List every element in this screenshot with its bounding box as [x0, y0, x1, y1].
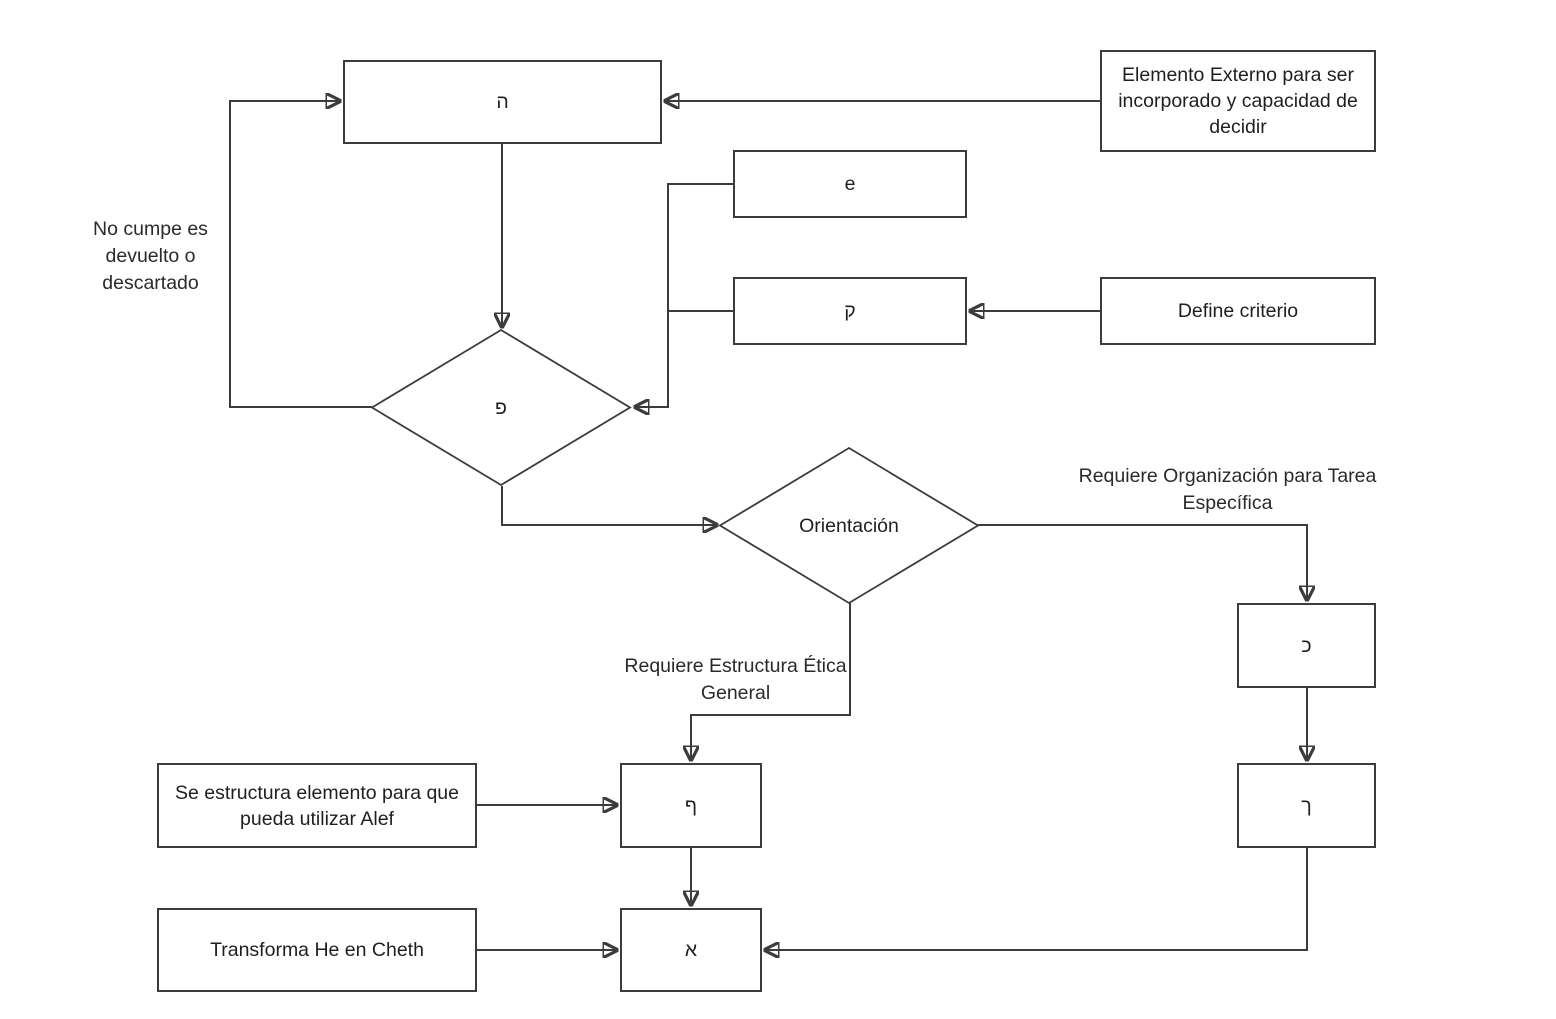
node-orientacion-diamond-label: Orientación: [799, 514, 899, 537]
node-e: e: [733, 150, 967, 218]
node-pe-diamond: פ: [372, 330, 630, 485]
node-transforma: Transforma He en Cheth: [157, 908, 477, 992]
node-orientacion-diamond: Orientación: [720, 448, 978, 603]
node-se-estructura: Se estructura elemento para que pueda ut…: [157, 763, 477, 848]
node-define-criterio-label: Define criterio: [1177, 300, 1299, 322]
node-elemento-externo-label: Elemento Externo para ser incorporado y …: [1118, 64, 1358, 138]
node-transforma-label: Transforma He en Cheth: [210, 939, 424, 961]
node-pe-sofit-label: ף: [684, 794, 698, 817]
node-e-label: e: [844, 173, 856, 195]
node-kaf-sofit-label: ך: [1301, 794, 1312, 817]
node-define-criterio: Define criterio: [1100, 277, 1376, 345]
node-he: ה: [343, 60, 662, 144]
node-alef-label: א: [684, 939, 698, 961]
edge-kaf-sofit-to-alef: [766, 848, 1308, 950]
node-pe-diamond-label: פ: [495, 396, 507, 419]
node-alef: א: [620, 908, 762, 992]
node-elemento-externo: Elemento Externo para ser incorporado y …: [1100, 50, 1376, 152]
edge-orientacion-to-kaf: [978, 524, 1307, 599]
edge-label-requiere-organizacion: Requiere Organización para Tarea Específ…: [1078, 465, 1377, 514]
diamond-orientacion-shape: [718, 446, 980, 605]
edge-orientacion-to-pe-sofit: [691, 603, 851, 759]
node-se-estructura-label: Se estructura elemento para que pueda ut…: [174, 781, 459, 830]
node-kaf: כ: [1237, 603, 1376, 688]
edge-label-no-cumple: No cumpe es devuelto o descartado: [93, 218, 208, 294]
node-qof: ק: [733, 277, 967, 345]
node-he-label: ה: [496, 91, 509, 113]
edge-e-to-pe: [636, 183, 733, 407]
diamond-pe-shape: [370, 328, 632, 487]
edge-pe-to-orientacion: [501, 486, 716, 525]
node-qof-label: ק: [844, 300, 856, 322]
edge-label-requiere-estructura: Requiere Estructura Ética General: [624, 655, 847, 704]
edge-pe-feedback-to-he: [229, 101, 372, 408]
node-kaf-sofit: ך: [1237, 763, 1376, 848]
node-pe-sofit: ף: [620, 763, 762, 848]
node-kaf-label: כ: [1301, 634, 1312, 657]
